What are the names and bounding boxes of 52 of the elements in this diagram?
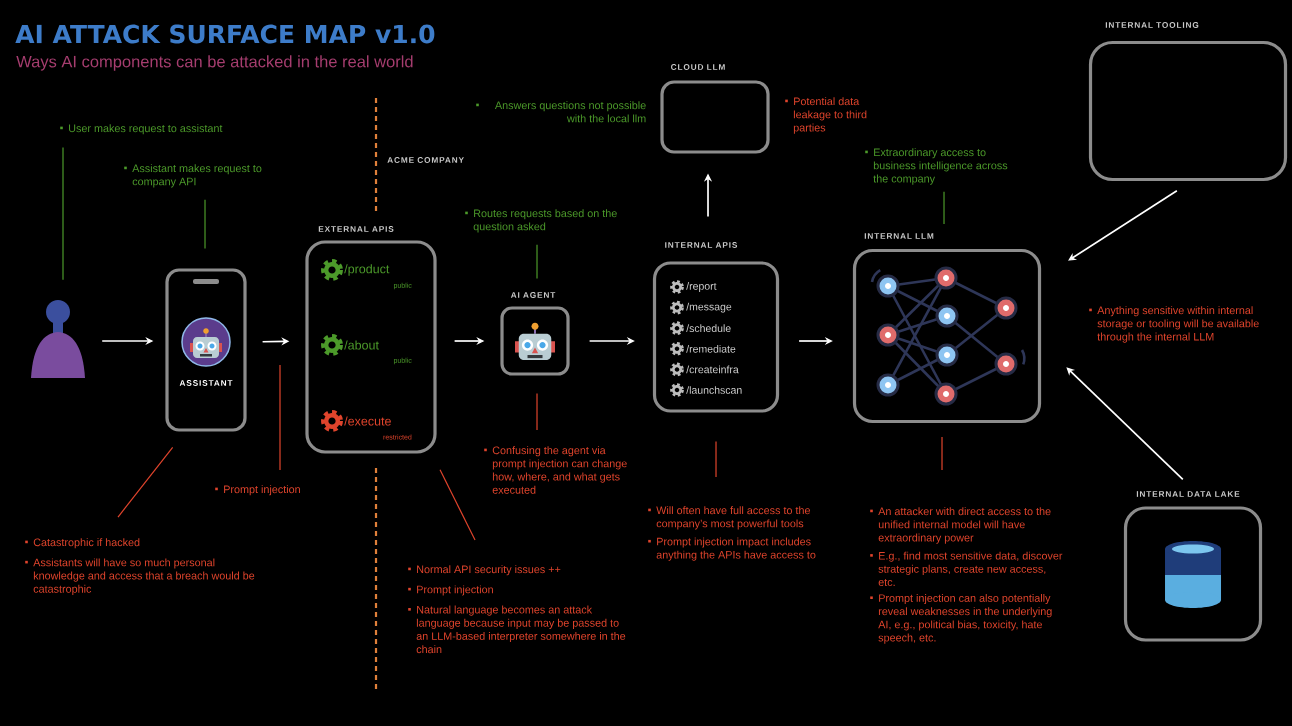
- leader-line: [941, 436, 943, 471]
- bullet-text: Natural language becomes an attack language because input may be passed to an LLM-based interpreter somewhere in the chain: [408, 605, 626, 654]
- endpoint-label: /createinfra: [686, 365, 739, 374]
- bullet-text: User makes request to assistant: [60, 124, 223, 135]
- bullet-text: Routes requests based on the question asked: [465, 209, 617, 233]
- storage-box: INTERNAL DATA LAKE: [1123, 491, 1263, 642]
- endpoint-label: /product: [344, 264, 390, 276]
- endpoint-label: /execute: [344, 416, 391, 426]
- endpoint-label: /report: [686, 282, 717, 292]
- arrow: [1068, 190, 1178, 261]
- bullet-text: Assistants will have so much personal knowledge and access that a breach would be catastrophic: [25, 558, 255, 595]
- agent-box: AI AGENT: [500, 292, 570, 376]
- endpoint-label: /about: [344, 340, 379, 350]
- endpoint-label: /message: [686, 302, 732, 313]
- bullet-text: Answers questions not possible with the local llm: [476, 101, 646, 123]
- leader-line: [536, 393, 538, 431]
- bullet-text: Anything sensitive within internal storage or tooling will be available through the internal LLM: [1089, 306, 1259, 343]
- endpoint-label: /launchscan: [686, 386, 742, 394]
- bullet-text: Catastrophic if hacked: [25, 538, 140, 549]
- arrow: [1066, 367, 1184, 481]
- leader-line: [439, 469, 476, 541]
- leader-line: [536, 244, 538, 279]
- cloud-box: CLOUD LLM: [660, 64, 770, 154]
- bullet-text: Prompt injection: [215, 485, 300, 496]
- bullet-text: Prompt injection: [408, 585, 493, 596]
- subtitle: Ways AI components can be attacked in the real world: [16, 55, 413, 71]
- bullet-text: Confusing the agent via prompt injection can change how, where, and what gets executed: [484, 446, 627, 494]
- bullet-text: An attacker with direct access to the unified internal model will have extraordinary power: [870, 507, 1051, 544]
- bullet-text: Normal API security issues ++: [408, 565, 561, 576]
- bullet-text: Prompt injection can also potentially reveal weaknesses in the underlying AI, e.g., political bias, toxicity, hate speech, etc.: [870, 594, 1052, 644]
- leader-line: [204, 199, 206, 249]
- leader-line: [62, 146, 64, 281]
- leader-line: [117, 446, 174, 518]
- model-box: INTERNAL LLM: [852, 233, 1042, 424]
- bullet-text: Assistant makes request to company API: [124, 164, 262, 188]
- bullet-text: Prompt injection impact includes anything the APIs have access to: [648, 537, 816, 561]
- title: AI ATTACK SURFACE MAP v1.0: [15, 24, 435, 44]
- tooling-box: INTERNAL TOOLING: [1088, 22, 1288, 182]
- leader-line: [943, 191, 945, 225]
- bullet-text: Will often have full access to the company’s most powerful tools: [648, 506, 810, 530]
- person-silhouette: [31, 300, 85, 378]
- phone-frame: ASSISTANT: [165, 268, 247, 432]
- leader-line: [279, 364, 281, 471]
- leader-line: [715, 441, 717, 478]
- node-label: CLOUD LLM: [671, 64, 725, 70]
- endpoint-label: /remediate: [686, 344, 736, 353]
- bullet-text: Extraordinary access to business intelligence across the company: [865, 148, 1008, 185]
- bullet-text: E.g., find most sensitive data, discover strategic plans, create new access, etc.: [870, 551, 1063, 586]
- bullet-text: Potential data leakage to third parties: [785, 97, 867, 134]
- endpoint-label: /schedule: [686, 324, 731, 333]
- zone-label: ACME COMPANY: [387, 157, 464, 163]
- node-label: INTERNAL TOOLING: [1105, 22, 1199, 28]
